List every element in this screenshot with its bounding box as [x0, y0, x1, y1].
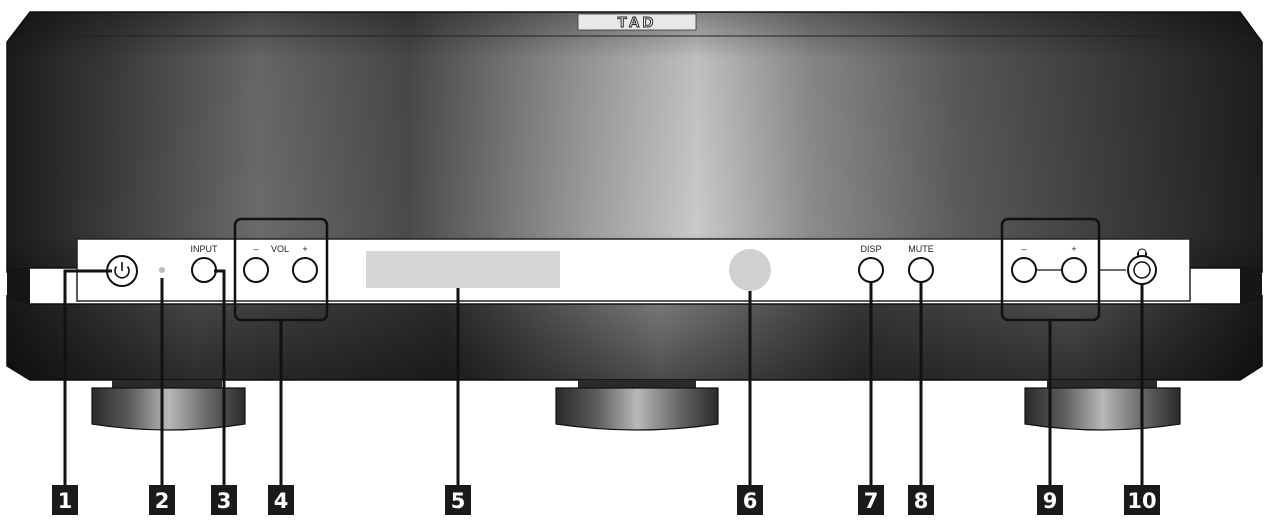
- svg-text:TAD: TAD: [618, 14, 657, 31]
- callout-8: 8: [908, 485, 934, 515]
- power-icon: [114, 262, 130, 279]
- callout-3: 3: [211, 485, 237, 515]
- input-button[interactable]: [191, 257, 217, 283]
- standby-indicator: [159, 267, 165, 273]
- remote-sensor: [729, 249, 771, 291]
- svg-text:5: 5: [451, 489, 466, 513]
- foot-left: [91, 380, 246, 431]
- headphone-jack-inner: [1133, 261, 1151, 279]
- vol-plus-label: +: [302, 244, 307, 254]
- input-button-group: INPUT: [191, 244, 219, 283]
- lower-chassis: [6, 268, 1263, 381]
- disp-button-group: DISP: [858, 244, 884, 283]
- svg-text:2: 2: [155, 489, 170, 513]
- brand-logo: TAD: [577, 14, 697, 31]
- top-chassis: [6, 11, 1263, 273]
- svg-text:10: 10: [1127, 489, 1156, 513]
- callout-2: 2: [149, 485, 175, 515]
- callout-1: 1: [52, 485, 78, 515]
- svg-text:7: 7: [864, 489, 879, 513]
- callout-4: 4: [268, 485, 294, 515]
- callout-10: 10: [1124, 485, 1160, 515]
- svg-text:4: 4: [274, 489, 289, 513]
- callout-5: 5: [445, 485, 471, 515]
- phones-plus-label: +: [1071, 244, 1076, 254]
- vol-label: VOL: [271, 244, 289, 254]
- svg-text:9: 9: [1043, 489, 1058, 513]
- foot-right: [1024, 380, 1181, 431]
- foot-center: [555, 380, 719, 431]
- input-label: INPUT: [191, 244, 219, 254]
- volume-down-button[interactable]: [243, 257, 269, 283]
- mute-label: MUTE: [908, 244, 934, 254]
- mute-button-group: MUTE: [908, 244, 934, 283]
- svg-text:6: 6: [743, 489, 758, 513]
- svg-text:3: 3: [217, 489, 232, 513]
- display-window: [366, 251, 560, 288]
- headphone-volume-group: – +: [1000, 217, 1126, 322]
- disp-label: DISP: [860, 244, 881, 254]
- callout-9: 9: [1037, 485, 1063, 515]
- volume-up-button[interactable]: [292, 257, 318, 283]
- vol-minus-label: –: [253, 244, 258, 254]
- callout-lines: [63, 269, 1144, 485]
- mute-button[interactable]: [908, 257, 934, 283]
- headphone-jack-group: [1127, 248, 1157, 285]
- headphones-icon: [1137, 248, 1147, 256]
- callout-6: 6: [737, 485, 763, 515]
- headphone-volume-down-button[interactable]: [1011, 257, 1037, 283]
- disp-button[interactable]: [858, 257, 884, 283]
- svg-text:1: 1: [58, 489, 73, 513]
- phones-minus-label: –: [1021, 244, 1026, 254]
- headphone-volume-up-button[interactable]: [1061, 257, 1087, 283]
- power-button[interactable]: [106, 255, 138, 287]
- svg-text:8: 8: [914, 489, 929, 513]
- callout-7: 7: [858, 485, 884, 515]
